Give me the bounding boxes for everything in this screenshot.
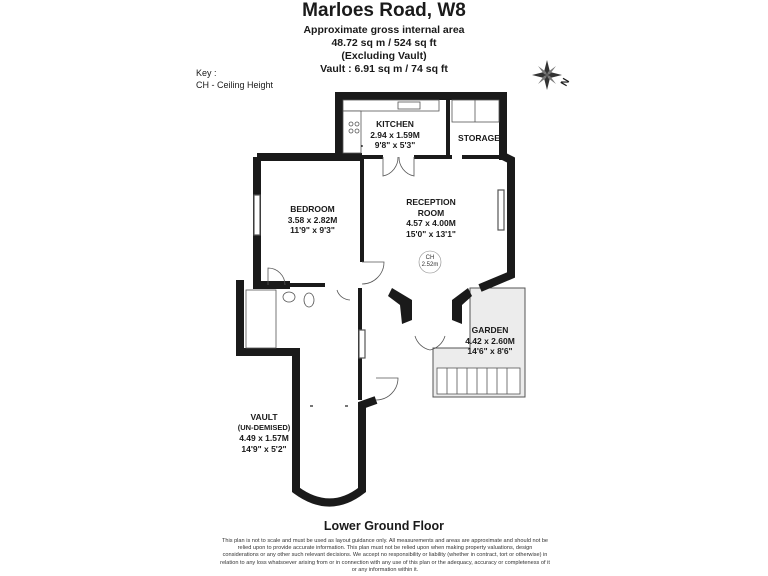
- ch-value: 2.52m: [421, 262, 439, 268]
- vault-metric: 4.49 x 1.57M: [239, 433, 289, 443]
- key: Key : CH - Ceiling Height: [196, 67, 273, 91]
- reception-imperial: 15'0" x 13'1": [406, 228, 456, 239]
- storage-name: STORAGE: [458, 133, 500, 143]
- reception-metric: 4.57 x 4.00M: [406, 218, 456, 228]
- key-ch-entry: CH - Ceiling Height: [196, 80, 274, 90]
- kitchen-name: KITCHEN: [376, 119, 414, 129]
- bay-walls: [388, 288, 472, 324]
- reception-name: RECEPTION: [406, 197, 456, 207]
- floor-label: Lower Ground Floor: [323, 519, 445, 533]
- room-kitchen: KITCHEN 2.94 x 1.59M 9'8" x 5'3": [360, 119, 430, 151]
- vault-area: Vault : 6.91 sq m / 74 sq ft: [320, 63, 448, 75]
- garden-metric: 4.42 x 2.60M: [465, 335, 515, 346]
- compass-icon: [532, 60, 562, 90]
- area-label: Approximate gross internal area: [303, 24, 465, 36]
- vault-note: (UN-DEMISED): [237, 422, 291, 432]
- room-bedroom: BEDROOM 3.58 x 2.82M 11'9" x 9'3": [270, 204, 355, 236]
- area-note: (Excluding Vault): [341, 50, 427, 62]
- vault-name: VAULT: [250, 412, 278, 422]
- reception-name-2: ROOM: [417, 207, 445, 218]
- bedroom-imperial: 11'9" x 9'3": [290, 225, 335, 235]
- room-storage: STORAGE: [452, 133, 506, 144]
- measurement-ticks: [310, 145, 363, 407]
- storage-cupboards: [451, 99, 500, 123]
- ceiling-height-label: CH 2.52m: [418, 255, 442, 269]
- kitchen-metric: 2.94 x 1.59M: [370, 129, 420, 140]
- key-heading: Key :: [196, 68, 217, 78]
- vault-imperial: 14'9" x 5'2": [241, 443, 287, 454]
- room-garden: GARDEN 4.42 x 2.60M 14'6" x 8'6": [452, 325, 528, 357]
- garden-steps: [436, 367, 521, 395]
- garden-imperial: 14'6" x 8'6": [467, 346, 513, 356]
- doors: [267, 156, 446, 401]
- ceiling-height-marker: [418, 250, 442, 274]
- bedroom-metric: 3.58 x 2.82M: [287, 214, 338, 225]
- kitchen-units: [342, 99, 440, 154]
- plan-title: Marloes Road, W8: [302, 0, 466, 21]
- room-reception: RECEPTION ROOM 4.57 x 4.00M 15'0" x 13'1…: [395, 197, 467, 239]
- interior-walls: [290, 100, 500, 400]
- bedroom-name: BEDROOM: [290, 204, 335, 214]
- area-value: 48.72 sq m / 524 sq ft: [331, 37, 437, 49]
- garden-name: GARDEN: [471, 325, 509, 335]
- bathroom-fittings: [245, 289, 315, 349]
- room-vault: VAULT (UN-DEMISED) 4.49 x 1.57M 14'9" x …: [236, 412, 292, 454]
- ch-label: CH: [425, 255, 435, 261]
- disclaimer: This plan is not to scale and must be us…: [220, 538, 550, 573]
- kitchen-imperial: 9'8" x 5'3": [374, 140, 416, 150]
- windows: [253, 189, 505, 359]
